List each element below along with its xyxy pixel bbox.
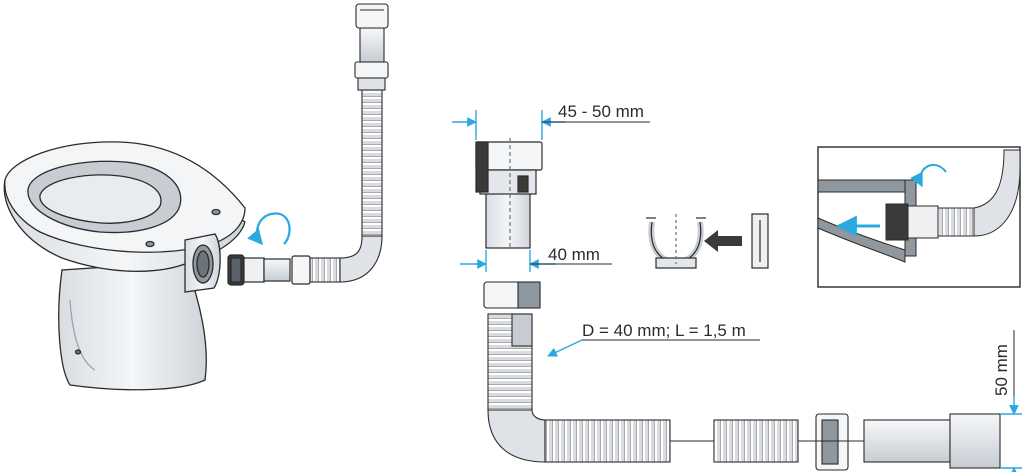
clip-pin [751,213,769,269]
dimension-end-height [1000,330,1022,472]
label-hose-spec: D = 40 mm; L = 1,5 m [582,321,746,340]
label-pipe-diameter: 40 mm [548,245,600,264]
toilet-bowl [3,141,246,391]
outlet-connector [227,254,311,286]
rotate-arrow-icon [247,212,291,246]
hose-spec-leader [547,339,760,357]
label-end-height: 50 mm [992,344,1011,396]
inset-detail [817,146,1021,288]
pipe-clip [646,214,706,269]
dimension-socket-width [452,110,650,140]
socket-detail [475,138,543,249]
insert-arrow-icon [704,230,742,252]
toilet-hose [309,3,389,283]
main-hose [483,281,1001,471]
label-socket-width: 45 - 50 mm [558,102,644,121]
dimension-pipe-diameter [460,250,612,272]
